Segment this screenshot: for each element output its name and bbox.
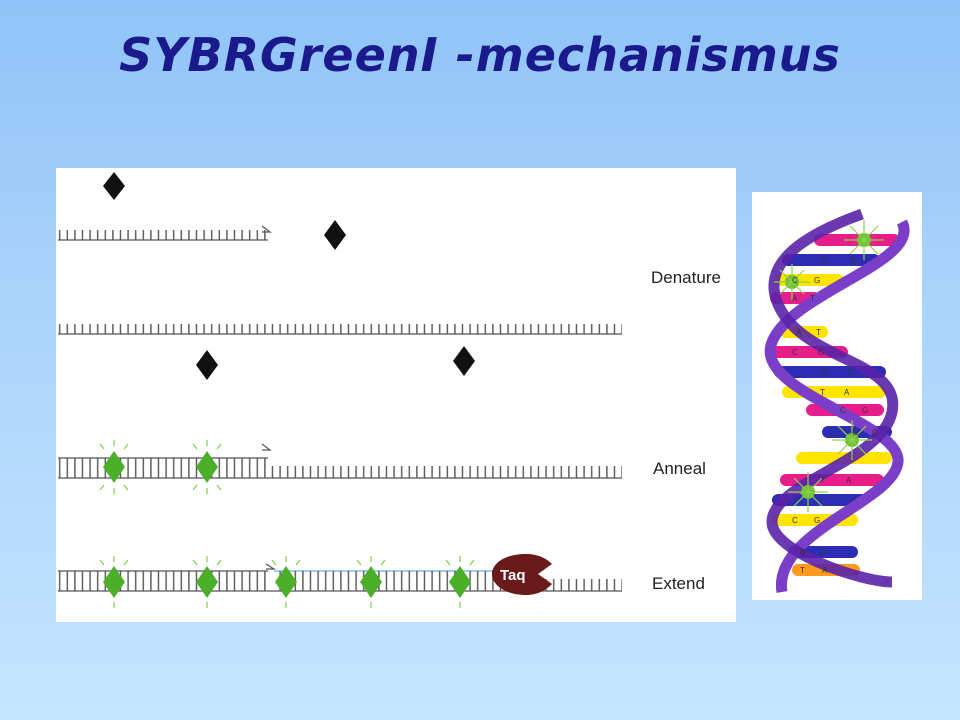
svg-text:C: C [792,348,798,357]
svg-text:C: C [822,256,828,265]
sybr-glow-icon [844,220,884,260]
pcr-diagram: Denature Anneal [56,168,736,622]
svg-text:T: T [820,476,825,485]
bound-dye-icon [356,556,386,608]
sybr-glow-icon [774,264,810,300]
svg-text:G: G [852,428,858,437]
svg-text:B: B [800,548,805,557]
denature-section: Denature [58,172,721,380]
anneal-section: Anneal [58,440,706,494]
free-dye-icon [453,346,475,376]
step-label-denature: Denature [651,268,721,287]
dna-helix-illustration: C G C G A T A T C G G C T A C G G C T A C G B C T A [752,192,922,600]
svg-text:C: C [820,548,826,557]
taq-label: Taq [500,567,526,584]
bound-dye-icon [192,556,222,608]
bound-dye-icon [445,556,475,608]
free-dye-icon [196,350,218,380]
free-dye-icon [103,172,125,200]
svg-text:G: G [818,348,824,357]
sybr-glow-icon [788,472,828,512]
sybr-glow-icon [832,420,872,460]
svg-text:C: C [792,516,798,525]
helix-strand-b [766,208,899,588]
svg-text:T: T [816,328,821,337]
helix-strand-a [764,219,910,593]
svg-text:G: G [814,516,820,525]
bound-dye-icon [271,556,301,608]
free-dye-icon [324,220,346,250]
step-label-anneal: Anneal [653,459,706,478]
svg-text:C: C [840,406,846,415]
bound-dye-icon [99,556,129,608]
svg-text:A: A [792,294,798,303]
svg-text:C: C [792,276,798,285]
svg-text:G: G [822,368,828,377]
svg-text:A: A [822,566,828,575]
svg-text:C: C [848,368,854,377]
slide-title: SYBRGreenI -mechanismus [119,28,841,82]
taq-polymerase-icon: Taq [492,554,552,595]
bound-dye-icon [192,440,222,494]
svg-text:A: A [844,388,850,397]
svg-text:C: C [872,428,878,437]
bound-dye-icon [99,440,129,494]
base-letters: C G C G A T A T C G G C T A C G G C T A C G B C T A [792,256,878,575]
svg-text:T: T [810,294,815,303]
svg-text:G: G [862,406,868,415]
svg-text:A: A [846,476,852,485]
extend-section: Taq Extend [58,554,705,608]
svg-text:G: G [850,256,856,265]
svg-text:G: G [814,276,820,285]
step-label-extend: Extend [652,574,705,593]
svg-text:T: T [800,566,805,575]
svg-text:A: A [796,328,802,337]
svg-text:T: T [820,388,825,397]
